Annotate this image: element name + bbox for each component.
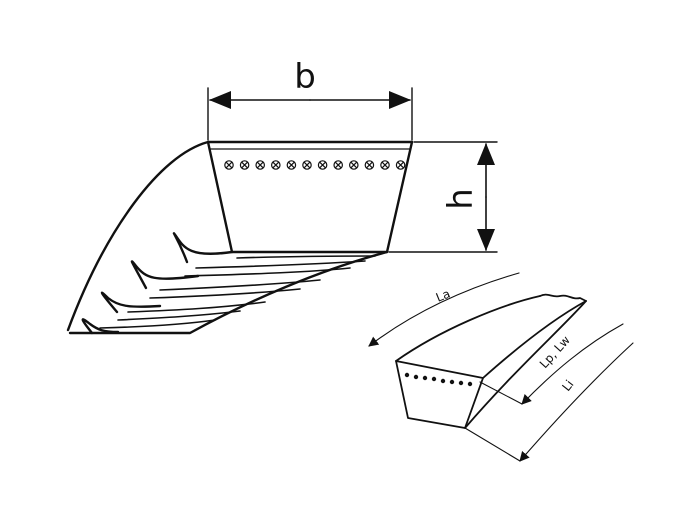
belt-cog-2: [130, 260, 200, 290]
width-label: b: [294, 57, 316, 97]
small-belt-side: [464, 300, 587, 429]
la-line: [368, 272, 520, 347]
tension-cord-cross: [272, 161, 280, 169]
length-lines: [368, 272, 634, 462]
tension-cord-cross: [256, 161, 264, 169]
tension-cord: [270, 160, 281, 170]
small-belt-top-right: [482, 300, 587, 379]
li-line: [519, 342, 634, 462]
belt-cog-3: [100, 291, 162, 314]
tension-cord-cross: [366, 161, 373, 169]
li-ref-line: [464, 427, 521, 462]
lp-line: [521, 323, 624, 405]
tension-cord-cross: [350, 161, 358, 169]
tension-cord: [286, 160, 297, 170]
tension-cord-cross: [397, 161, 404, 169]
tension-cord: [380, 160, 390, 170]
height-label: h: [441, 188, 481, 210]
belt-bottom-edge: [68, 250, 389, 335]
tension-cord-cross: [225, 161, 233, 169]
belt-cross-section: [206, 140, 414, 254]
tension-cord: [239, 160, 250, 170]
belt-back-curve: [66, 140, 210, 332]
dimension-h: h: [388, 141, 498, 253]
small-tension-cords: [404, 372, 473, 387]
belt-cog-4: [81, 318, 120, 335]
tension-cord: [255, 160, 265, 170]
tension-cord: [364, 160, 375, 170]
tension-cord-cross: [241, 161, 248, 169]
tension-cord-cross: [319, 161, 326, 169]
belt-side-body: [66, 140, 389, 335]
tension-cord-cross: [303, 161, 311, 169]
tension-cord-cross: [288, 161, 295, 169]
tension-cord: [395, 160, 406, 170]
belt-cog-1: [172, 232, 234, 264]
tension-cord: [224, 160, 234, 170]
outer-length-label: La: [434, 287, 452, 305]
tension-cord-cross: [334, 161, 342, 169]
small-belt-break: [539, 293, 587, 302]
pitch-length-label: Lp, Lw: [537, 333, 573, 371]
inner-length-label: Li: [559, 377, 576, 394]
tension-cords: [224, 160, 406, 170]
small-belt-top-left: [395, 295, 541, 362]
tension-cord: [333, 160, 343, 170]
tension-cord-cross: [381, 161, 389, 169]
belt-fiber-lines: [99, 255, 376, 329]
tension-cord: [317, 160, 328, 170]
dimension-b: b: [207, 57, 413, 141]
small-belt: [395, 293, 587, 429]
tension-cord: [302, 160, 312, 170]
lp-ref-line: [479, 381, 523, 405]
tension-cord: [348, 160, 359, 170]
cross-section-face: [206, 140, 414, 254]
small-cross-section: [395, 360, 484, 429]
